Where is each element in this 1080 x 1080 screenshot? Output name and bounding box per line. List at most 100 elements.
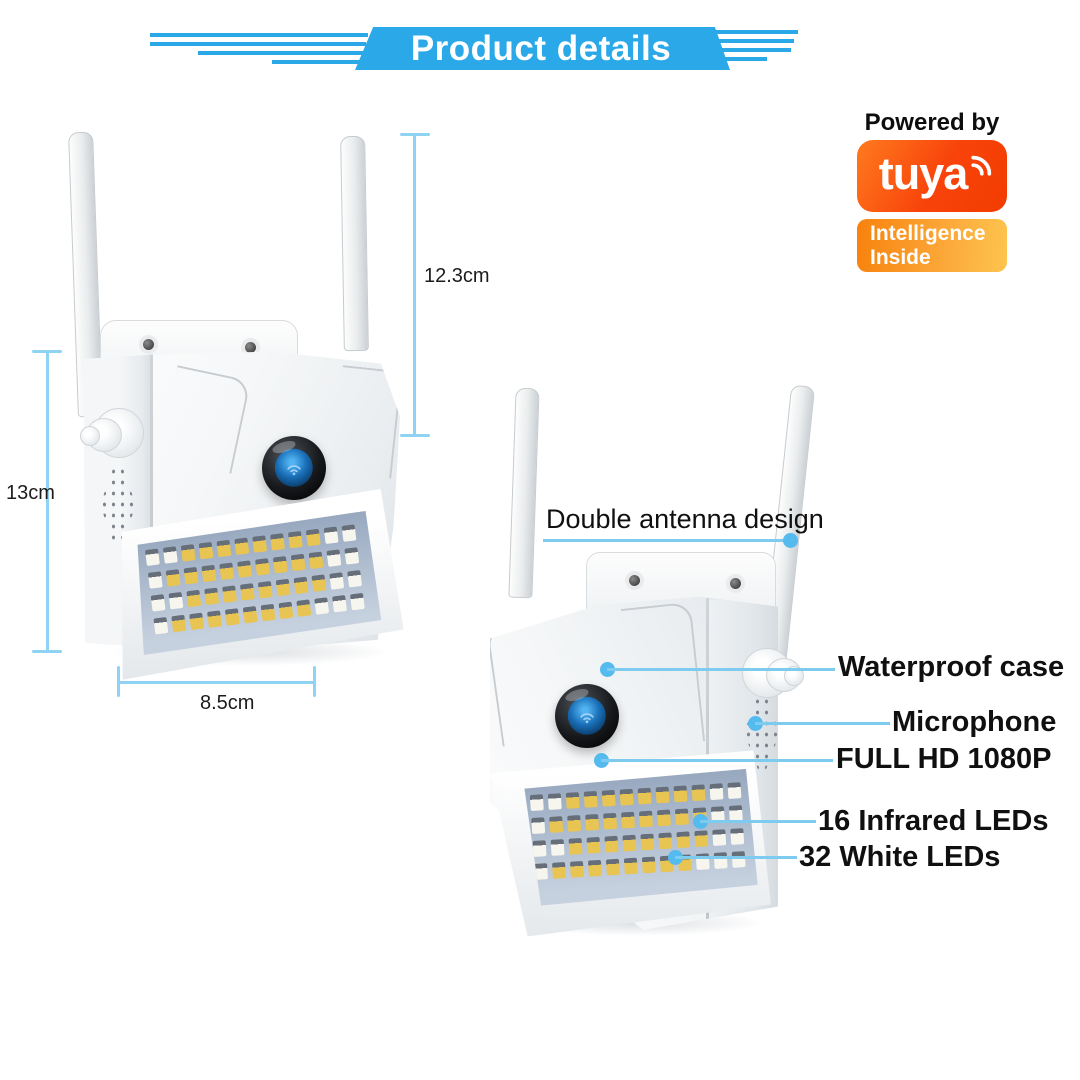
dimension-cap bbox=[313, 666, 316, 697]
led-chip-white bbox=[712, 829, 726, 846]
led-chip-white bbox=[530, 794, 544, 811]
wifi-signal-icon bbox=[971, 155, 992, 176]
camera-antenna bbox=[508, 387, 540, 599]
led-grid bbox=[530, 782, 746, 887]
led-chip-yellow bbox=[606, 859, 620, 876]
led-chip-yellow bbox=[222, 585, 237, 602]
led-chip-white bbox=[551, 839, 565, 856]
banner-stripe bbox=[198, 51, 364, 55]
led-chip-yellow bbox=[584, 791, 598, 808]
callout-line bbox=[607, 668, 835, 671]
led-chip-yellow bbox=[621, 812, 635, 829]
led-chip-yellow bbox=[184, 567, 199, 584]
led-chip-yellow bbox=[199, 542, 214, 559]
led-chip-yellow bbox=[258, 581, 273, 598]
led-chip-yellow bbox=[186, 590, 201, 607]
led-chip-yellow bbox=[694, 830, 708, 847]
screw-hole bbox=[143, 339, 154, 350]
led-chip-white bbox=[163, 546, 178, 563]
led-chip-white bbox=[145, 549, 160, 566]
camera-lens bbox=[555, 684, 619, 748]
led-chip-yellow bbox=[675, 808, 689, 825]
led-chip-yellow bbox=[294, 577, 309, 594]
led-chip-white bbox=[531, 817, 545, 834]
banner-stripe bbox=[714, 39, 794, 43]
led-chip-yellow bbox=[270, 533, 285, 550]
led-chip-yellow bbox=[306, 529, 321, 546]
led-chip-yellow bbox=[171, 615, 186, 632]
led-chip-yellow bbox=[288, 531, 303, 548]
panel-seam bbox=[490, 619, 563, 747]
led-chip-yellow bbox=[243, 606, 258, 623]
led-chip-white bbox=[548, 793, 562, 810]
body-corner-seam bbox=[150, 351, 153, 652]
led-chip-white bbox=[148, 571, 163, 588]
led-chip-yellow bbox=[674, 786, 688, 803]
led-chip-yellow bbox=[261, 604, 276, 621]
led-chip-yellow bbox=[240, 583, 255, 600]
dimension-cap bbox=[32, 350, 62, 353]
dimension-cap bbox=[117, 666, 120, 697]
antenna-hinge bbox=[80, 426, 100, 446]
callout-waterproof-case: Waterproof case bbox=[838, 651, 1065, 683]
callout-double-antenna: Double antenna design bbox=[546, 504, 824, 534]
led-chip-white bbox=[314, 597, 329, 614]
tuya-tagline-badge: Intelligence Inside bbox=[857, 219, 1007, 272]
led-chip-white bbox=[151, 594, 166, 611]
dimension-cap bbox=[400, 434, 430, 437]
callout-dot bbox=[783, 533, 798, 548]
callout-line bbox=[700, 820, 816, 823]
tuya-logo: tuya bbox=[857, 140, 1007, 212]
screw-hole bbox=[629, 575, 640, 586]
led-chip-white bbox=[344, 547, 359, 564]
led-chip-yellow bbox=[204, 588, 219, 605]
led-chip-yellow bbox=[642, 857, 656, 874]
callout-infrared-leds: 16 Infrared LEDs bbox=[818, 805, 1049, 837]
led-chip-yellow bbox=[276, 579, 291, 596]
banner-stripe bbox=[717, 48, 791, 52]
camera-antenna bbox=[340, 135, 369, 352]
led-chip-yellow bbox=[189, 613, 204, 630]
led-chip-yellow bbox=[237, 560, 252, 577]
led-chip-yellow bbox=[585, 814, 599, 831]
callout-microphone: Microphone bbox=[892, 706, 1057, 738]
led-chip-yellow bbox=[549, 816, 563, 833]
led-chip-yellow bbox=[587, 837, 601, 854]
callout-white-leds: 32 White LEDs bbox=[799, 841, 1001, 873]
camera-lens bbox=[262, 436, 326, 500]
led-chip-yellow bbox=[219, 563, 234, 580]
led-chip-white bbox=[342, 524, 357, 541]
led-chip-yellow bbox=[676, 831, 690, 848]
led-chip-white bbox=[329, 572, 344, 589]
led-chip-white bbox=[709, 783, 723, 800]
callout-line bbox=[675, 856, 797, 859]
dimension-cap bbox=[400, 133, 430, 136]
lens-iris bbox=[567, 696, 607, 736]
led-chip-yellow bbox=[252, 535, 267, 552]
led-chip-white bbox=[730, 828, 744, 845]
antenna-height-label: 12.3cm bbox=[424, 265, 490, 287]
led-chip-white bbox=[169, 592, 184, 609]
led-chip-yellow bbox=[207, 610, 222, 627]
led-chip-yellow bbox=[603, 813, 617, 830]
tagline-line-1: Intelligence bbox=[870, 222, 986, 245]
led-chip-yellow bbox=[657, 810, 671, 827]
led-chip-yellow bbox=[217, 540, 232, 557]
antenna-hinge bbox=[784, 666, 804, 686]
lens-iris bbox=[274, 448, 314, 488]
lens-wifi-mark bbox=[287, 465, 301, 476]
callout-line bbox=[543, 539, 790, 542]
callout-line bbox=[601, 759, 833, 762]
led-chip-yellow bbox=[566, 792, 580, 809]
led-chip-yellow bbox=[622, 835, 636, 852]
tuya-brand-text: tuya bbox=[878, 148, 969, 199]
banner-stripe bbox=[150, 42, 366, 46]
led-chip-white bbox=[732, 851, 746, 868]
led-chip-yellow bbox=[624, 858, 638, 875]
panel-seam bbox=[157, 365, 252, 474]
led-chip-white bbox=[533, 840, 547, 857]
led-chip-white bbox=[727, 782, 741, 799]
led-chip-yellow bbox=[201, 565, 216, 582]
led-chip-yellow bbox=[656, 787, 670, 804]
